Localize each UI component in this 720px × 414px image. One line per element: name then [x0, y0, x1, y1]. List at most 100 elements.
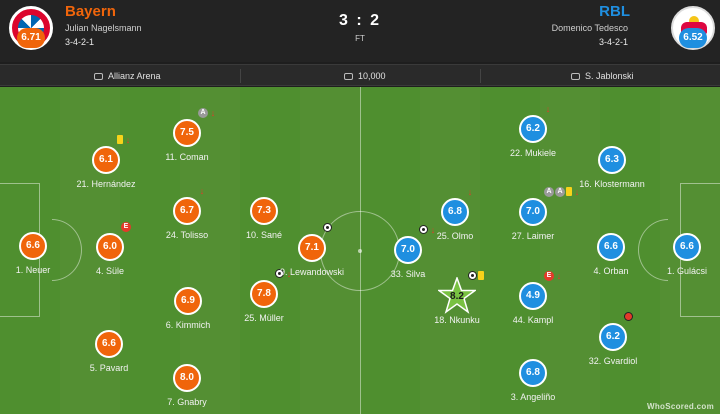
player-name[interactable]: 5. Pavard [89, 363, 129, 373]
player-event-icons: ↓ [117, 135, 133, 145]
yellow-card-icon [117, 135, 123, 144]
player-rating[interactable]: 6.6 [95, 330, 123, 358]
player-name[interactable]: 4. Orban [593, 266, 629, 276]
home-player[interactable]: 7.1 9. Lewandowski [257, 223, 367, 290]
goal-ball-icon [275, 269, 284, 278]
goal-ball-icon [323, 223, 332, 232]
player-rating[interactable]: 6.6 [19, 232, 47, 260]
player-rating[interactable]: 7.3 [250, 197, 278, 225]
man-of-the-match-rating[interactable]: 8.2 [438, 277, 476, 314]
player-name[interactable]: 4. Süle [95, 266, 125, 276]
player-rating[interactable]: 7.0 [394, 236, 422, 264]
home-player[interactable]: 7.3 10. Sané [209, 197, 319, 253]
player-event-icons: ↓ [275, 269, 294, 279]
home-player[interactable]: 6.9 6. Kimmich [133, 287, 243, 343]
goal-ball-icon [468, 271, 477, 280]
player-rating[interactable]: 7.8 [250, 280, 278, 308]
home-player[interactable]: 6.1↓ 21. Hernández [51, 135, 161, 202]
player-name[interactable]: 1. Gulácsi [666, 266, 708, 276]
player-event-icons: ↓ [419, 225, 438, 235]
player-rating[interactable]: 6.9 [174, 287, 202, 315]
player-name[interactable]: 24. Tolisso [165, 230, 209, 240]
stadium-name: Allianz Arena [108, 71, 161, 81]
match-status: FT [355, 34, 365, 43]
player-rating[interactable]: 7.0 [519, 198, 547, 226]
player-rating[interactable]: 6.2 [519, 115, 547, 143]
player-event-icons: ↓ [544, 104, 553, 114]
player-rating-value: 8.2 [450, 291, 464, 302]
player-event-icons: A↓ [198, 108, 218, 118]
player-rating[interactable]: 6.0 [96, 233, 124, 261]
home-team-name[interactable]: Bayern [65, 3, 116, 20]
player-name[interactable]: 11. Coman [165, 152, 209, 162]
away-player[interactable]: 7.0↓ 33. Silva [353, 225, 463, 292]
away-player[interactable]: 6.8↓25. Olmo [400, 187, 510, 254]
player-name[interactable]: 18. Nkunku [434, 315, 480, 325]
home-player[interactable]: 7.8 ↓ 25. Müller [209, 269, 319, 336]
player-rating[interactable]: 7.1 [298, 234, 326, 262]
player-event-icons: ↓ [466, 187, 475, 197]
subbed-off-arrow-icon: ↓ [286, 269, 292, 279]
player-name[interactable]: 44. Kampl [512, 315, 554, 325]
subbed-off-arrow-icon: ↓ [210, 108, 216, 118]
away-formation: 3-4-2-1 [598, 37, 628, 47]
away-player[interactable]: 6.2↓ 22. Mukiele [478, 104, 588, 171]
player-rating[interactable]: 6.8 [441, 198, 469, 226]
home-player[interactable]: 8.0 7. Gnabry [132, 364, 242, 414]
player-name[interactable]: 25. Olmo [436, 231, 474, 241]
own-goal-ball-icon [624, 312, 633, 321]
player-rating[interactable]: 4.9 [519, 282, 547, 310]
player-name[interactable]: 32. Gvardiol [588, 356, 638, 366]
away-player[interactable]: 6.6 1. Gulácsi [632, 233, 720, 289]
player-rating[interactable]: 6.2 [599, 323, 627, 351]
home-player[interactable]: 6.6 1. Neuer [0, 232, 88, 288]
player-rating[interactable]: 6.6 [597, 233, 625, 261]
player-rating[interactable]: 6.6 [673, 233, 701, 261]
player-name[interactable]: 27. Laimer [511, 231, 555, 241]
attendance-icon [344, 73, 353, 80]
player-rating[interactable]: 6.1 [92, 146, 120, 174]
player-name[interactable]: 3. Angeliño [510, 392, 556, 402]
player-name[interactable]: 6. Kimmich [165, 320, 211, 330]
away-team-name[interactable]: RBL [599, 3, 630, 20]
away-player[interactable]: 6.3 16. Klostermann [557, 146, 667, 202]
player-name[interactable]: 7. Gnabry [167, 397, 207, 407]
player-rating[interactable]: 6.8 [519, 359, 547, 387]
player-name[interactable]: 21. Hernández [76, 179, 136, 189]
away-player[interactable]: 6.8 3. Angeliño [478, 359, 588, 414]
away-player[interactable]: 6.2 32. Gvardiol [558, 312, 668, 379]
player-name[interactable]: 9. Lewandowski [279, 267, 345, 277]
away-team-rating: 6.52 [679, 28, 707, 48]
away-player[interactable]: 8.2 18. Nkunku [402, 271, 512, 338]
player-name[interactable]: 10. Sané [245, 230, 283, 240]
home-player[interactable]: 6.6 5. Pavard [54, 330, 164, 386]
away-player[interactable]: 6.6 4. Orban [556, 233, 666, 289]
player-name[interactable]: 22. Mukiele [509, 148, 557, 158]
player-name[interactable]: 33. Silva [390, 269, 426, 279]
player-event-icons: E↓ [544, 271, 564, 281]
home-team-rating: 6.71 [17, 28, 45, 48]
subbed-off-arrow-icon: ↓ [199, 186, 205, 196]
assist-icon: A [198, 108, 208, 118]
player-name[interactable]: 25. Müller [244, 313, 284, 323]
player-rating[interactable]: 7.5 [173, 119, 201, 147]
player-event-icons [624, 312, 634, 322]
player-rating[interactable]: 6.3 [598, 146, 626, 174]
attendance-value: 10,000 [358, 71, 386, 81]
goal-ball-icon [419, 225, 428, 234]
player-name[interactable]: 1. Neuer [15, 265, 51, 275]
referee-info: S. Jablonski [571, 65, 634, 87]
player-rating[interactable]: 6.7 [173, 197, 201, 225]
player-name[interactable]: 16. Klostermann [579, 179, 645, 189]
whistle-icon [571, 73, 580, 80]
player-rating[interactable]: 8.0 [173, 364, 201, 392]
subbed-off-arrow-icon: ↓ [467, 187, 473, 197]
yellow-card-icon [478, 271, 484, 280]
player-event-icons: ↓ [198, 186, 207, 196]
assist-icon: A [544, 187, 554, 197]
home-player[interactable]: 6.7↓ 24. Tolisso [132, 186, 242, 253]
